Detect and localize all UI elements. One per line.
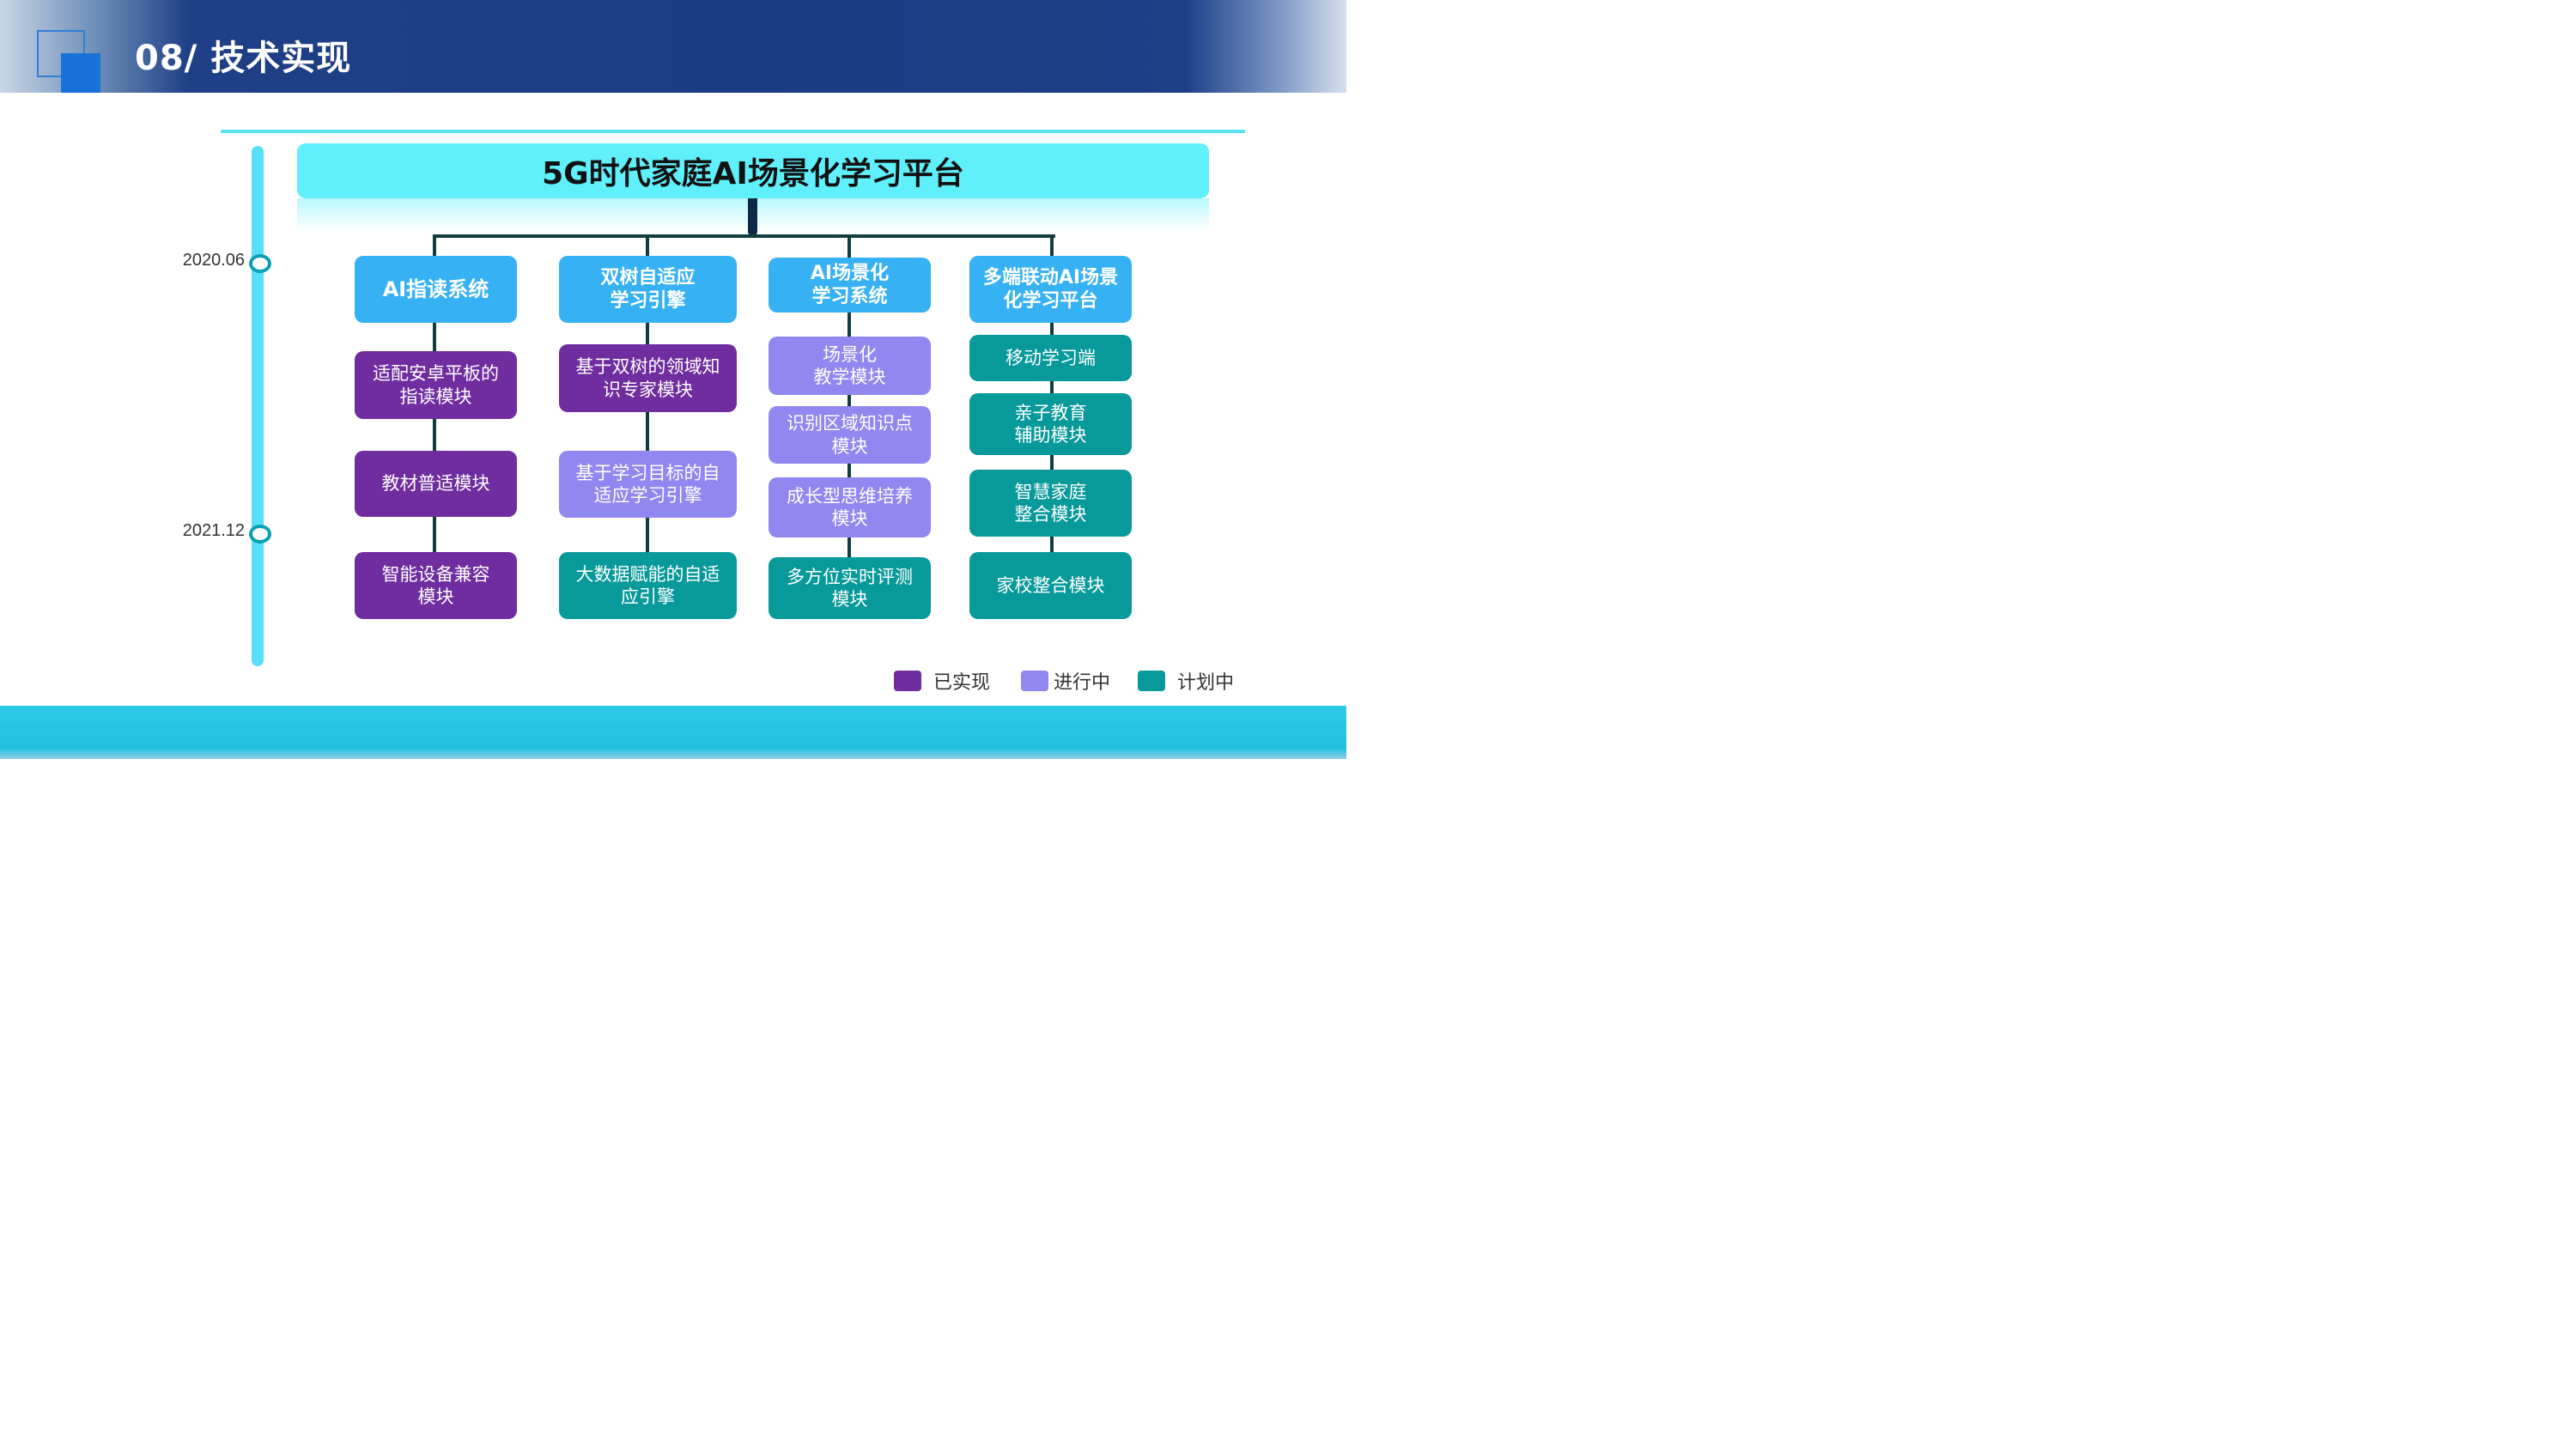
slide-title: 08/ 技术实现: [135, 39, 352, 78]
module-box: 家校整合模块: [969, 552, 1132, 619]
footer-band: [0, 706, 1346, 759]
module-box: 基于学习目标的自 适应学习引擎: [559, 451, 737, 518]
module-box: 亲子教育 辅助模块: [969, 393, 1132, 455]
legend-swatch-done: [894, 671, 921, 691]
module-box: 教材普适模块: [355, 451, 517, 517]
tree-branch-line: [433, 234, 1055, 238]
column-2-connector: [646, 234, 649, 610]
platform-title-banner: 5G时代家庭AI场景化学习平台: [297, 143, 1209, 198]
module-box: 场景化 教学模块: [769, 337, 931, 395]
top-divider: [221, 130, 1245, 133]
legend-item-done: 已实现: [894, 670, 991, 694]
column-head-ai-reading-system: AI指读系统: [355, 256, 517, 323]
tree-root-connector: [748, 198, 757, 236]
module-box: 大数据赋能的自适 应引擎: [559, 552, 737, 619]
column-head-dual-tree-engine: 双树自适应 学习引擎: [559, 256, 737, 323]
legend-label: 已实现: [933, 672, 991, 694]
column-head-ai-scenario-learning: AI场景化 学习系统: [769, 258, 931, 313]
module-box: 基于双树的领域知 识专家模块: [559, 344, 737, 412]
timeline-bar: [252, 146, 264, 666]
column-head-multi-terminal-platform: 多端联动AI场景 化学习平台: [969, 256, 1132, 323]
header-band: [0, 0, 1346, 93]
module-box: 适配安卓平板的 指读模块: [355, 351, 517, 419]
timeline-marker-end: [249, 525, 271, 543]
module-box: 成长型思维培养 模块: [769, 477, 931, 537]
module-box: 移动学习端: [969, 335, 1132, 381]
header-decor-filled-square: [61, 53, 100, 93]
legend-item-planned: 计划中: [1138, 670, 1235, 694]
timeline-date-start: 2020.06: [182, 251, 245, 270]
column-1-connector: [433, 234, 436, 610]
legend-label: 计划中: [1177, 672, 1235, 694]
module-box: 识别区域知识点 模块: [769, 406, 931, 464]
timeline-date-end: 2021.12: [182, 521, 245, 540]
module-box: 多方位实时评测 模块: [769, 557, 931, 619]
timeline-marker-start: [249, 254, 271, 273]
module-box: 智慧家庭 整合模块: [969, 470, 1132, 537]
legend-swatch-in-progress: [1021, 671, 1048, 691]
legend-item-in-progress: 进行中: [1021, 670, 1111, 694]
legend-label: 进行中: [1054, 672, 1111, 694]
module-box: 智能设备兼容 模块: [355, 552, 517, 619]
legend-swatch-planned: [1138, 671, 1165, 691]
